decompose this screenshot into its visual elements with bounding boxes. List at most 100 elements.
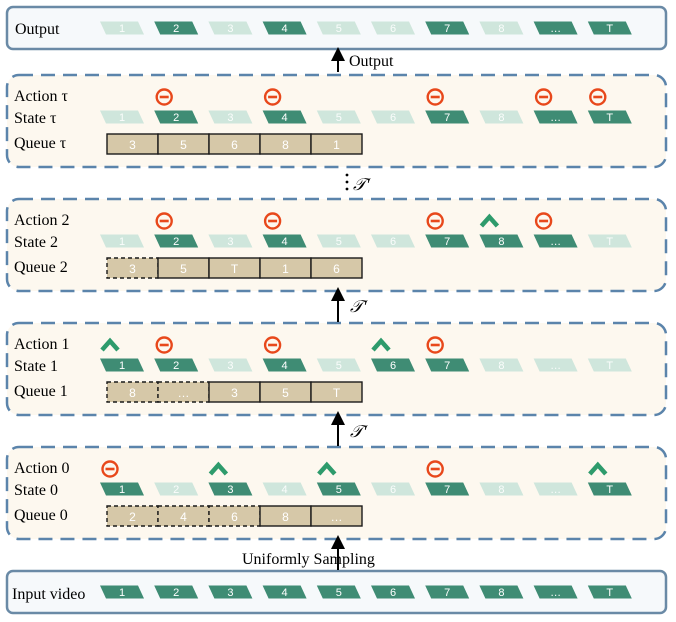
panel-2-add-icon bbox=[479, 213, 500, 228]
panel-1-state-token-label: … bbox=[550, 360, 561, 372]
panel-0-state-token: 6 bbox=[371, 482, 415, 496]
panel-2-queue-cell-label: 3 bbox=[129, 262, 136, 276]
panel-1-state-token-label: 6 bbox=[390, 360, 396, 372]
panel-1-queue-cell: … bbox=[157, 381, 210, 403]
panel-0-add-icon bbox=[588, 461, 608, 476]
panel-1-add-icon bbox=[371, 337, 391, 352]
output-token-label: 5 bbox=[336, 23, 342, 35]
panel-tau-remove-icon bbox=[426, 88, 444, 106]
panel-0-state-token: 5 bbox=[316, 482, 361, 496]
panel-1-state-token-label: T bbox=[606, 360, 613, 372]
panel-2-state-token: 6 bbox=[371, 234, 415, 248]
panel-2-action-label: Action 2 bbox=[14, 212, 70, 229]
panel-0-queue-cell: 8 bbox=[259, 505, 312, 527]
panel-tau-state-token-label: T bbox=[606, 112, 613, 124]
panel-0-queue-cell: 6 bbox=[208, 505, 261, 527]
input-token-label: 5 bbox=[336, 587, 342, 599]
panel-2-queue-cell: 1 bbox=[259, 257, 312, 279]
output-token-label: … bbox=[550, 23, 561, 35]
panel-tau-remove-icon bbox=[155, 88, 173, 106]
panel-2-state-token: 4 bbox=[262, 234, 307, 248]
panel-2-queue-cell-label: 5 bbox=[180, 262, 187, 276]
panel-tau-state-token: 5 bbox=[316, 110, 361, 124]
panel-0-queue-cell: 4 bbox=[157, 505, 210, 527]
panel-1-action-label: Action 1 bbox=[14, 336, 70, 353]
panel-0-state-token-label: 8 bbox=[498, 484, 504, 496]
input-token: 6 bbox=[371, 585, 415, 599]
input-token: 1 bbox=[100, 585, 144, 599]
panel-0-queue-cell: 2 bbox=[106, 505, 159, 527]
panel-2-state-token-label: … bbox=[550, 236, 561, 248]
panel-tau-state-token-label: 7 bbox=[444, 112, 450, 124]
panel-2-state-token: 2 bbox=[154, 234, 199, 248]
panel-1-add-icon bbox=[100, 337, 120, 352]
panel-1-queue-cell-label: 5 bbox=[282, 386, 289, 400]
panel-2-state-token-label: 1 bbox=[119, 236, 125, 248]
panel-tau-queue-cell-label: 5 bbox=[180, 138, 187, 152]
panel-1-remove-icon bbox=[426, 336, 444, 354]
panel-tau-state-token-label: 6 bbox=[390, 112, 396, 124]
panel-0-state-token: 1 bbox=[100, 482, 144, 496]
panel-1-queue-cell-label: T bbox=[333, 386, 341, 400]
output-token-label: 7 bbox=[444, 23, 450, 35]
panel-tau-queue-cell: 8 bbox=[259, 133, 312, 155]
panel-2-state-token: 1 bbox=[100, 234, 144, 248]
panel-2-state-token: 8 bbox=[479, 234, 524, 248]
panel-2-state-token-label: 4 bbox=[282, 236, 288, 248]
panel-2-state-token-label: 3 bbox=[227, 236, 233, 248]
panel-0-state-token-label: 5 bbox=[336, 484, 342, 496]
panel-1-state-token-label: 4 bbox=[282, 360, 288, 372]
panel-2-queue-cell: 5 bbox=[157, 257, 210, 279]
panel-0-add-icon bbox=[317, 461, 337, 476]
panel-tau-state-token-label: 2 bbox=[173, 112, 179, 124]
panel-0-state-token-label: 2 bbox=[173, 484, 179, 496]
panel-tau-remove-icon bbox=[534, 88, 553, 106]
panel-tau-queue-cell: 1 bbox=[310, 133, 363, 155]
panel-2-queue-cell: 6 bbox=[310, 257, 363, 279]
output-token-label: 4 bbox=[282, 23, 288, 35]
panel-0-action-label: Action 0 bbox=[14, 460, 70, 477]
panel-tau-state-token: 3 bbox=[208, 110, 253, 124]
panel-2-remove-icon bbox=[534, 212, 553, 230]
output-token-label: 6 bbox=[390, 23, 396, 35]
panel-tau-state-token: 4 bbox=[262, 110, 307, 124]
panel-tau-action-label: Action τ bbox=[14, 88, 69, 105]
panel-1-state-token: 4 bbox=[262, 358, 307, 372]
output-token: 1 bbox=[100, 21, 144, 35]
panel-tau-queue-label: Queue τ bbox=[14, 135, 67, 152]
panel-2-state-token-label: 7 bbox=[444, 236, 450, 248]
input-token-label: T bbox=[606, 587, 613, 599]
panel-0-queue-cell-label: 8 bbox=[282, 510, 289, 524]
panel-2-remove-icon bbox=[426, 212, 444, 230]
panel-tau-queue-cell-label: 8 bbox=[282, 138, 289, 152]
panel-2-state-token-label: 5 bbox=[336, 236, 342, 248]
input-token-label: 1 bbox=[119, 587, 125, 599]
panel-2-queue-cell-label: 6 bbox=[333, 262, 340, 276]
panel-2-state-token: 7 bbox=[425, 234, 470, 248]
panel-0-queue-cell-label: 2 bbox=[129, 510, 136, 524]
panel-tau-state-token: T bbox=[587, 110, 632, 124]
panel-tau-queue-cell-label: 6 bbox=[231, 138, 238, 152]
sampling-label: Uniformly Sampling bbox=[242, 551, 375, 568]
operator-label-1: 𝒯′ bbox=[350, 422, 368, 441]
panel-0-state-token-label: 6 bbox=[390, 484, 396, 496]
ellipsis-dots bbox=[345, 173, 349, 191]
panel-1-state-token: 3 bbox=[208, 358, 253, 372]
panel-1-state-token: 7 bbox=[425, 358, 470, 372]
panel-2-remove-icon bbox=[155, 212, 173, 230]
panel-0-queue-cell-label: 4 bbox=[180, 510, 187, 524]
panel-0-queue-label: Queue 0 bbox=[14, 507, 68, 524]
output-token-label: 2 bbox=[173, 23, 179, 35]
panel-0-queue-cell: … bbox=[310, 505, 363, 527]
panel-tau-state-token-label: 8 bbox=[498, 112, 504, 124]
panel-0-state-token-label: … bbox=[550, 484, 561, 496]
output-token-label: 1 bbox=[119, 23, 125, 35]
panel-1-queue-cell: 5 bbox=[259, 381, 312, 403]
input-token-label: 8 bbox=[498, 587, 504, 599]
operator-label-tau: 𝒯′ bbox=[353, 175, 371, 194]
panel-tau-state-token-label: 5 bbox=[336, 112, 342, 124]
panel-1-remove-icon bbox=[263, 336, 282, 354]
